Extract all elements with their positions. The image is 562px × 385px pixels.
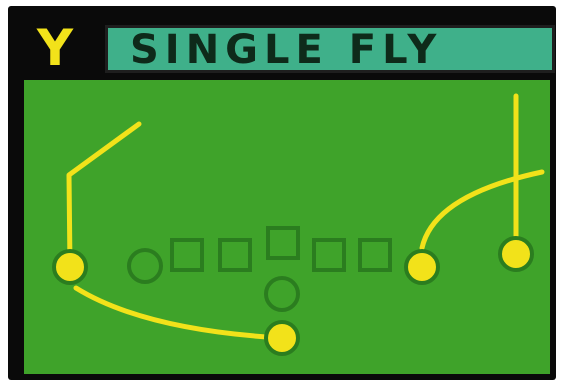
lineman-left-guard (220, 240, 250, 270)
play-field (24, 80, 550, 374)
title-bar: SINGLE FLY (105, 25, 555, 73)
receiver-right (500, 238, 532, 270)
play-diagram (24, 80, 550, 374)
tight-end (129, 250, 161, 282)
lineman-right-guard (314, 240, 344, 270)
center (268, 228, 298, 258)
lineman-right-tackle (360, 240, 390, 270)
lineman-left-tackle (172, 240, 202, 270)
receiver-back (266, 322, 298, 354)
quarterback (266, 278, 298, 310)
position-letter: Y (30, 20, 80, 76)
route-right-slot (422, 172, 542, 248)
receiver-left (54, 251, 86, 283)
route-left-receiver (69, 124, 139, 267)
receiver-slot-right (406, 251, 438, 283)
route-left-back (76, 288, 282, 338)
play-title: SINGLE FLY (130, 28, 442, 70)
